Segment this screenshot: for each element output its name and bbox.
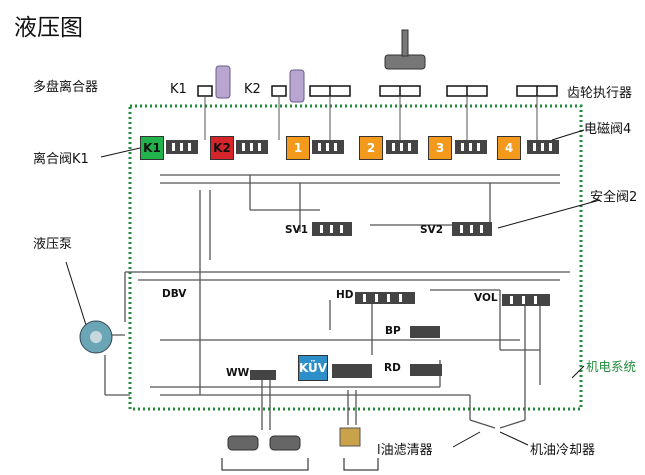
label-sv1: SV1 bbox=[285, 224, 308, 236]
leader-system bbox=[571, 365, 585, 379]
caption-k2: K2 bbox=[244, 82, 261, 97]
leader-pump bbox=[65, 261, 87, 326]
shift-fork-picture bbox=[384, 29, 426, 70]
label-rd: RD bbox=[384, 362, 401, 374]
label-multi-clutch: 多盘离合器 bbox=[33, 80, 99, 95]
leader-safety-valve bbox=[497, 199, 601, 229]
label-dbv: DBV bbox=[162, 288, 187, 300]
label-hd: HD bbox=[336, 289, 354, 301]
label-mechatronic-system: 机电系统 bbox=[586, 359, 637, 374]
valve-gear-2: 2 bbox=[359, 136, 383, 160]
leader-cooler bbox=[499, 431, 529, 446]
page-title: 液压图 bbox=[14, 15, 83, 41]
filter-picture bbox=[339, 427, 361, 447]
label-ww: WW bbox=[226, 367, 250, 379]
valve-kuv: KÜV bbox=[298, 355, 328, 381]
label-sv2: SV2 bbox=[420, 224, 443, 236]
label-solenoid: 电磁阀4 bbox=[584, 122, 632, 137]
valve-gear-3: 3 bbox=[428, 136, 452, 160]
pump-picture bbox=[79, 320, 113, 354]
valve-k1: K1 bbox=[140, 136, 164, 160]
clutch-k1-picture bbox=[215, 65, 231, 99]
label-safety-valve: 安全阀2 bbox=[590, 190, 638, 205]
label-oil-cooler: 机油冷却器 bbox=[530, 443, 596, 458]
label-clutch-valve: 离合阀K1 bbox=[33, 152, 89, 167]
mechatronic-frame bbox=[128, 104, 583, 411]
valve-gear-1: 1 bbox=[286, 136, 310, 160]
leader-filter bbox=[452, 431, 481, 448]
valve-gear-4: 4 bbox=[497, 136, 521, 160]
valve-k2: K2 bbox=[210, 136, 234, 160]
label-bp: BP bbox=[385, 325, 401, 337]
clutch-k2-picture bbox=[289, 69, 305, 103]
leader-solenoid bbox=[551, 129, 585, 141]
label-oil-filter: l油滤清器 bbox=[377, 443, 433, 458]
label-pump: 液压泵 bbox=[33, 237, 73, 252]
shaft-pictures bbox=[227, 435, 301, 451]
label-gear-actuator: 齿轮执行器 bbox=[567, 86, 633, 101]
leader-clutch-valve bbox=[100, 147, 141, 158]
caption-k1: K1 bbox=[170, 82, 187, 97]
label-vol: VOL bbox=[474, 292, 498, 304]
